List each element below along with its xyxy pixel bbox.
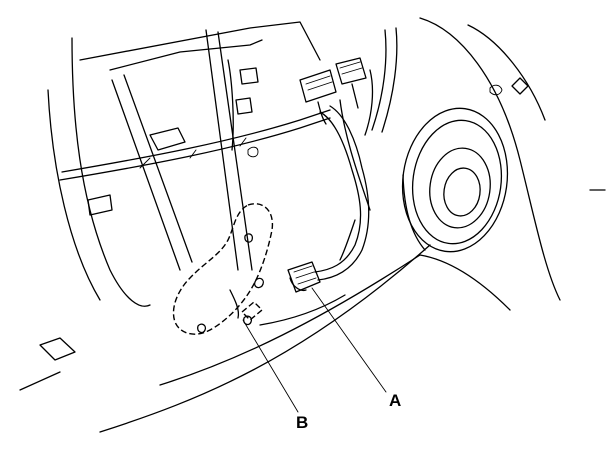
door-handle-assembly (172, 203, 274, 335)
callout-label-b: B (296, 413, 308, 432)
lower-panel (19, 244, 511, 433)
connector-a (287, 261, 321, 293)
callout-label-a: A (389, 391, 401, 410)
leader-line-b (242, 319, 299, 413)
leader-line-a (311, 287, 387, 393)
leader-lines (242, 287, 387, 413)
speaker (401, 107, 509, 253)
wire-harness (59, 27, 398, 281)
door-frame (47, 17, 606, 307)
window-regulator (87, 29, 259, 271)
upper-connectors (299, 57, 367, 125)
